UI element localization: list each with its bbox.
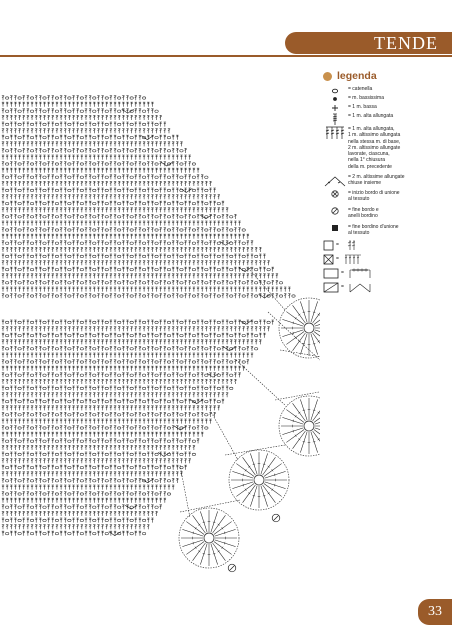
- treble-crochet-icon: [332, 113, 338, 125]
- single-crochet-icon: [332, 105, 338, 111]
- legend-text-slip: = m. bassissima: [348, 95, 384, 101]
- empty-square-icon: [323, 240, 356, 251]
- diagonal-square-icon: [323, 282, 371, 293]
- legend-text-single: = 1 m. bassa: [348, 104, 377, 110]
- page-number: 33: [428, 604, 442, 619]
- join-start-icon: [331, 190, 339, 198]
- legend-text-joined: = 2 m. altissime allungate chiuse insiem…: [348, 174, 405, 187]
- legend-text-join-end: = fine bordino d'unione al tessuto: [348, 224, 399, 237]
- treble-cluster-icon: [325, 126, 345, 139]
- ring-medallions: [178, 297, 320, 569]
- legend-text-crossed-square: =: [336, 256, 339, 262]
- ring-medallion: [228, 449, 290, 511]
- legend-bullet-icon: [323, 71, 332, 81]
- legend-title: legenda: [337, 70, 377, 82]
- legend-text-diagonal-square: =: [341, 284, 344, 290]
- slip-stitch-icon: [333, 97, 337, 101]
- stitch-grid: [1, 95, 296, 536]
- page-number-tab: 33: [418, 599, 452, 625]
- legend-text-mesh-square: =: [341, 270, 344, 276]
- ring-end-icon: [331, 207, 339, 215]
- legend-text-cluster: = 1 m. alta allungata, 1 m. altissimo al…: [348, 126, 401, 170]
- crossed-square-icon: [323, 254, 361, 265]
- section-title: TENDE: [374, 33, 438, 53]
- ring-medallion: [278, 395, 320, 457]
- legend-text-ring-end: = fine bordo e anelli bordino: [348, 207, 379, 220]
- join-end-icon: [332, 225, 338, 231]
- open-mesh-square-icon: [323, 268, 371, 279]
- joining-lines: [179, 269, 320, 519]
- chain-stitch-icon: [331, 88, 339, 94]
- header-rule: [0, 55, 452, 57]
- join-markers: [227, 513, 281, 573]
- legend-text-treble: = 1 m. alta allungata: [348, 113, 394, 119]
- section-tab: TENDE: [285, 32, 452, 54]
- legend-text-join-start: = inizio bordo di unione al tessuto: [348, 190, 400, 203]
- crochet-chart-diagram: [1, 95, 320, 573]
- legend-text-empty-square: =: [336, 242, 339, 248]
- legend-header: legenda: [323, 70, 377, 82]
- joined-trebles-icon: [324, 176, 346, 187]
- ring-medallion: [178, 507, 240, 569]
- legend-text-chain: = catenella: [348, 86, 373, 92]
- ring-medallion: [278, 297, 320, 359]
